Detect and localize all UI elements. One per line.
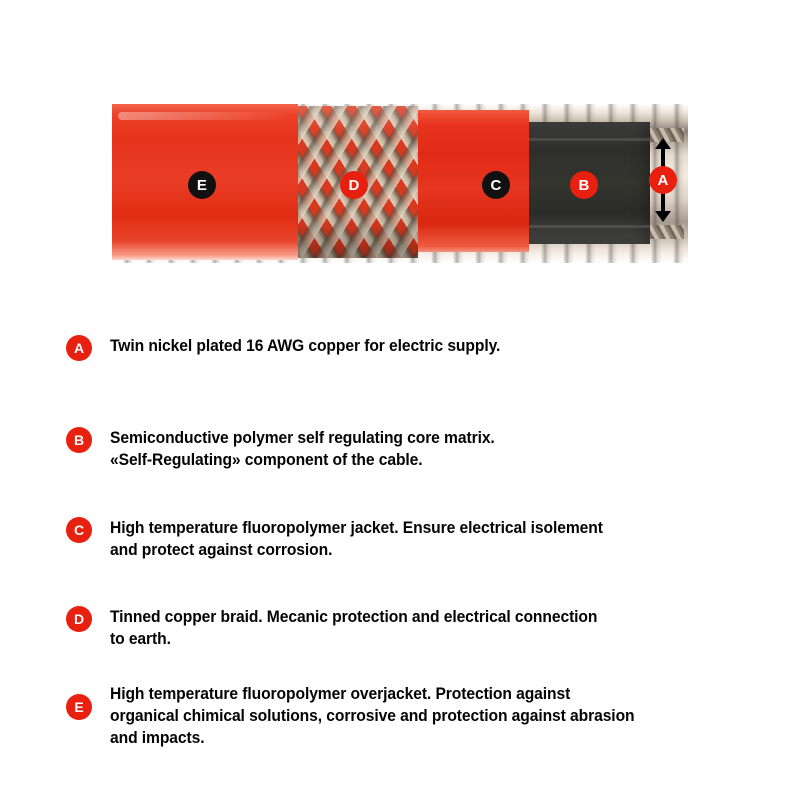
figure-badge-e[interactable]: E <box>188 171 216 199</box>
legend-item-a[interactable]: A Twin nickel plated 16 AWG copper for e… <box>66 335 534 361</box>
arrow-shaft-down <box>661 190 665 214</box>
legend-text-b: Semiconductive polymer self regulating c… <box>110 427 495 471</box>
legend-badge-b[interactable]: B <box>66 427 92 453</box>
legend-line: Twin nickel plated 16 AWG copper for ele… <box>110 336 501 355</box>
overjacket-highlight <box>118 112 288 120</box>
legend-badge-a[interactable]: A <box>66 335 92 361</box>
legend-item-c[interactable]: C High temperature fluoropolymer jacket.… <box>66 517 646 561</box>
arrow-shaft-up <box>661 146 665 170</box>
legend-line: Semiconductive polymer self regulating c… <box>110 428 495 447</box>
conductor-spacing-arrow <box>650 138 676 222</box>
arrow-head-up-icon <box>655 138 671 149</box>
figure-badge-a[interactable]: A <box>649 166 677 194</box>
conductor-crimp-top <box>640 128 684 142</box>
legend-line: High temperature fluoropolymer overjacke… <box>110 684 571 703</box>
legend-text-d: Tinned copper braid. Mecanic protection … <box>110 606 597 650</box>
legend-badge-d[interactable]: D <box>66 606 92 632</box>
figure-badge-c[interactable]: C <box>482 171 510 199</box>
figure-badge-b[interactable]: B <box>570 171 598 199</box>
cable-cutaway-figure: E D C B <box>112 104 688 263</box>
legend-badge-e[interactable]: E <box>66 694 92 720</box>
legend-line: organical chimical solutions, corrosive … <box>110 706 635 725</box>
legend-item-b[interactable]: B Semiconductive polymer self regulating… <box>66 427 528 471</box>
legend-line: High temperature fluoropolymer jacket. E… <box>110 518 603 537</box>
legend-text-c: High temperature fluoropolymer jacket. E… <box>110 517 603 561</box>
legend-line: to earth. <box>110 629 171 648</box>
legend-text-e: High temperature fluoropolymer overjacke… <box>110 683 635 749</box>
legend-line: Tinned copper braid. Mecanic protection … <box>110 607 598 626</box>
legend-line: and protect against corrosion. <box>110 540 333 559</box>
legend-line: «Self-Regulating» component of the cable… <box>110 450 423 469</box>
arrow-head-down-icon <box>655 211 671 222</box>
legend-text-a: Twin nickel plated 16 AWG copper for ele… <box>110 335 500 357</box>
legend-line: and impacts. <box>110 728 205 747</box>
legend-item-e[interactable]: E High temperature fluoropolymer overjac… <box>66 683 680 749</box>
legend-badge-c[interactable]: C <box>66 517 92 543</box>
conductor-crimp-bottom <box>640 225 684 239</box>
figure-badge-d[interactable]: D <box>340 171 368 199</box>
legend-item-d[interactable]: D Tinned copper braid. Mecanic protectio… <box>66 606 640 650</box>
